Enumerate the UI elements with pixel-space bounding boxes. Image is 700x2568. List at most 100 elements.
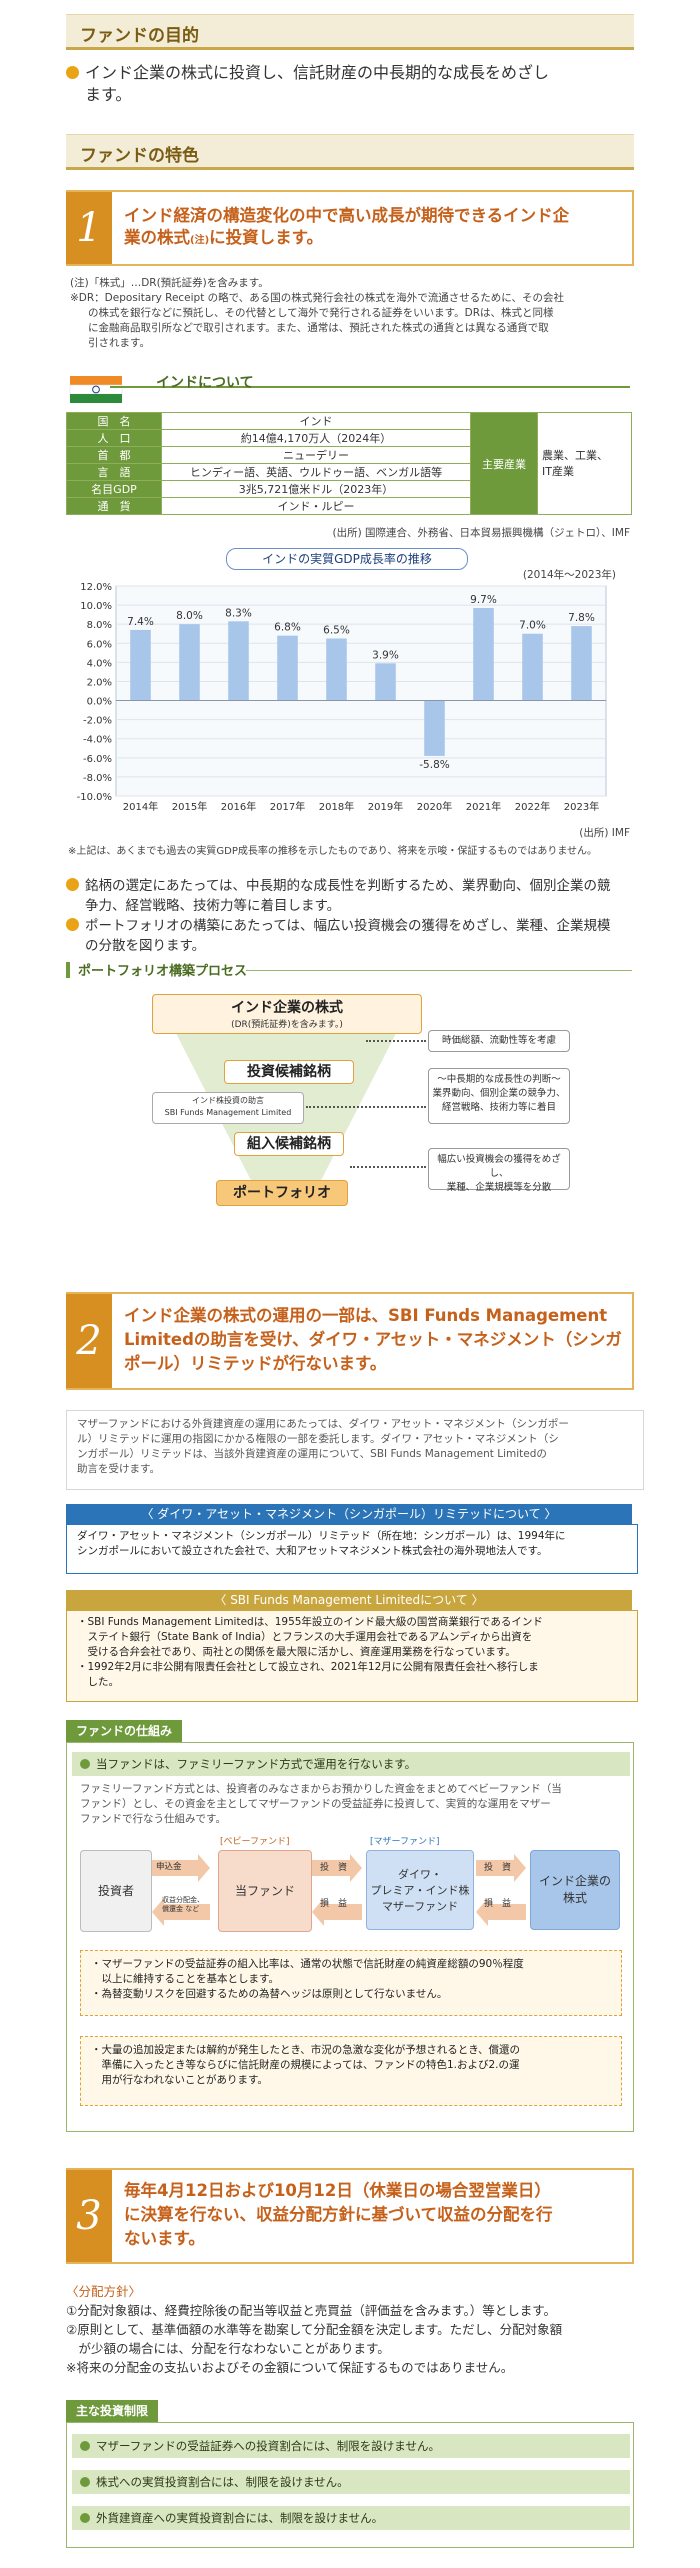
limits-box [66, 2422, 634, 2548]
top-box: インド企業の株式 (DR(預託証券)を含みます。) [152, 994, 422, 1034]
purpose-text: インド企業の株式に投資し、信託財産の中長期的な成長をめざし ます。 [66, 62, 549, 106]
feature-3-box: 3 毎年4月12日および10月12日（休業日の場合翌営業日）に決算を行ない、収益… [66, 2168, 634, 2264]
y-tick-label: 6.0% [87, 639, 112, 650]
x-tick-label: 2014年 [123, 800, 158, 813]
bar [277, 635, 298, 701]
note-market-cap: 時価総額、流動性等を考慮 [428, 1030, 570, 1052]
scheme-description: ファミリーファンド方式とは、投資者のみなさまからお預かりした資金をまとめてベビー… [80, 1783, 562, 1825]
data-label: 7.8% [568, 612, 595, 624]
scheme-box [66, 1742, 634, 2132]
step-portfolio: ポートフォリオ [216, 1180, 348, 1206]
sbi-body: ・SBI Funds Management Limitedは、1955年設立のイ… [66, 1610, 638, 1702]
y-tick-label: -10.0% [77, 792, 112, 803]
bullet-icon [66, 66, 79, 79]
investor-arrows-icon [152, 1854, 210, 1926]
y-tick-label: 2.0% [87, 677, 112, 688]
bar [571, 626, 592, 701]
feature-1-title: インド経済の構造変化の中で高い成長が期待できるインド企 業の株式(注)に投資しま… [124, 206, 570, 247]
mother-label: [マザーファンド] [370, 1837, 440, 1847]
daiwa-body: ダイワ・アセット・マネジメント（シンガポール）リミテッド（所在地：シンガポール）… [66, 1524, 638, 1574]
feature-1-notes: (注)「株式」…DR(預託証券)を含みます。 ※DR：Depositary Re… [70, 277, 564, 349]
y-tick-label: 4.0% [87, 658, 112, 669]
gdp-chart: インドの実質GDP成長率の推移 (2014年〜2023年) 12.0%10.0%… [66, 546, 632, 826]
y-tick-label: -6.0% [83, 754, 112, 765]
data-label: 7.0% [519, 620, 546, 632]
chart-title: インドの実質GDP成長率の推移 [226, 548, 468, 570]
scheme-diagram: 投資者 申込金 収益分配金、償還金 など [ベビーファンド] 当ファンド 投 資… [80, 1834, 620, 1932]
y-tick-label: 12.0% [80, 582, 112, 593]
distribution-policy: 〈分配方針〉 ①分配対象額は、経費控除後の配当等収益と売買益（評価益を含みます。… [66, 2284, 563, 2375]
note-growth: 〜中長期的な成長性の判断〜業界動向、個別企業の競争力、経営戦略、技術力等に着目 [428, 1068, 570, 1124]
limits-tag: 主な投資制限 [66, 2400, 159, 2422]
x-tick-label: 2020年 [417, 800, 452, 813]
bar [179, 624, 200, 701]
apply-label: 申込金 [156, 1862, 182, 1872]
mother-fund-box: ダイワ・プレミア・インド株マザーファンド [366, 1850, 474, 1930]
bar [473, 607, 494, 701]
x-tick-label: 2023年 [564, 800, 599, 813]
bar [424, 700, 445, 756]
purpose-heading: ファンドの目的 [80, 26, 199, 46]
bar [326, 638, 347, 701]
data-label: 6.5% [323, 625, 350, 637]
x-tick-label: 2022年 [515, 800, 550, 813]
x-tick-label: 2015年 [172, 800, 207, 813]
limit-item: 外貨建資産への実質投資割合には、制限を設けません。 [72, 2506, 630, 2530]
india-flag-icon [69, 376, 123, 403]
india-title: インドについて [156, 375, 254, 391]
x-tick-label: 2016年 [221, 800, 256, 813]
data-label: 6.8% [274, 622, 301, 634]
step-inclusion: 組入候補銘柄 [234, 1132, 344, 1156]
feature-number: 3 [66, 2170, 112, 2262]
scheme-risk-notes: ・大量の追加設定または解約が発生したとき、市況の急激な変化が予想されるとき、償還… [80, 2036, 622, 2106]
x-tick-label: 2021年 [466, 800, 501, 813]
baby-label: [ベビーファンド] [220, 1837, 290, 1847]
data-label: 9.7% [470, 594, 497, 606]
fund-arrows-icon [312, 1854, 362, 1926]
dist-label: 収益分配金、償還金 など [162, 1896, 204, 1913]
daiwa-header: 〈 ダイワ・アセット・マネジメント（シンガポール）リミテッドについて 〉 [66, 1504, 632, 1524]
limit-item: 株式への実質投資割合には、制限を設けません。 [72, 2470, 630, 2494]
feature-number: 2 [66, 1294, 112, 1388]
feature-1-box: 1 インド経済の構造変化の中で高い成長が期待できるインド企 業の株式(注)に投資… [66, 190, 634, 266]
feature-number: 1 [66, 192, 112, 264]
india-label: 国 名 [66, 412, 162, 430]
purpose-heading-bar: ファンドの目的 [66, 14, 634, 50]
investor-box: 投資者 [80, 1850, 152, 1932]
india-header: インドについて [66, 372, 632, 408]
industry-label: 主要産業 [470, 412, 538, 515]
x-tick-label: 2019年 [368, 800, 403, 813]
chart-note: ※上記は、あくまでも過去の実質GDP成長率の推移を示したものであり、将来を示唆・… [68, 846, 598, 857]
process-diagram: インド企業の株式 (DR(預託証券)を含みます。) 投資候補銘柄 インド株投資の… [66, 990, 632, 1240]
scheme-tag: ファンドの仕組み [66, 1720, 183, 1742]
sbi-header: 〈 SBI Funds Management Limitedについて 〉 [66, 1590, 632, 1610]
y-tick-label: 10.0% [80, 601, 112, 612]
scheme-mother-notes: ・マザーファンドの受益証券の組入比率は、通常の状態で信託財産の純資産総額の90％… [80, 1950, 622, 2016]
chart-source: (出所) IMF [579, 827, 630, 839]
baby-fund-box: 当ファンド [218, 1850, 312, 1932]
process-heading: ポートフォリオ構築プロセス [66, 960, 632, 982]
y-tick-label: 0.0% [87, 697, 112, 708]
india-source: (出所) 国際連合、外務省、日本貿易振興機構（ジェトロ）、IMF [332, 527, 630, 539]
data-label: -5.8% [419, 759, 449, 771]
data-label: 7.4% [127, 616, 154, 628]
bar [522, 633, 543, 701]
note-diversify: 幅広い投資機会の獲得をめざし、業種、企業規模等を分散 [428, 1148, 570, 1193]
data-label: 3.9% [372, 649, 399, 661]
target-box: インド企業の株式 [530, 1850, 620, 1930]
data-label: 8.0% [176, 610, 203, 622]
feature-3-title: 毎年4月12日および10月12日（休業日の場合翌営業日）に決算を行ない、収益分配… [124, 2181, 553, 2248]
bullet-icon [66, 918, 79, 931]
data-label: 8.3% [225, 607, 252, 619]
step-candidates: 投資候補銘柄 [224, 1060, 354, 1084]
india-table: 国 名インド 主要産業 農業、工業、IT産業 人 口約14億4,170万人（20… [66, 412, 632, 515]
f2-description: マザーファンドにおける外貨建資産の運用にあたっては、ダイワ・アセット・マネジメン… [66, 1410, 644, 1490]
scheme-bar: 当ファンドは、ファミリーファンド方式で運用を行ないます。 [72, 1752, 630, 1776]
x-tick-label: 2017年 [270, 800, 305, 813]
selection-bullets: 銘柄の選定にあたっては、中長期的な成長性を判断するため、業界動向、個別企業の競 … [66, 876, 636, 956]
y-tick-label: -4.0% [83, 735, 112, 746]
bullet-icon [66, 878, 79, 891]
